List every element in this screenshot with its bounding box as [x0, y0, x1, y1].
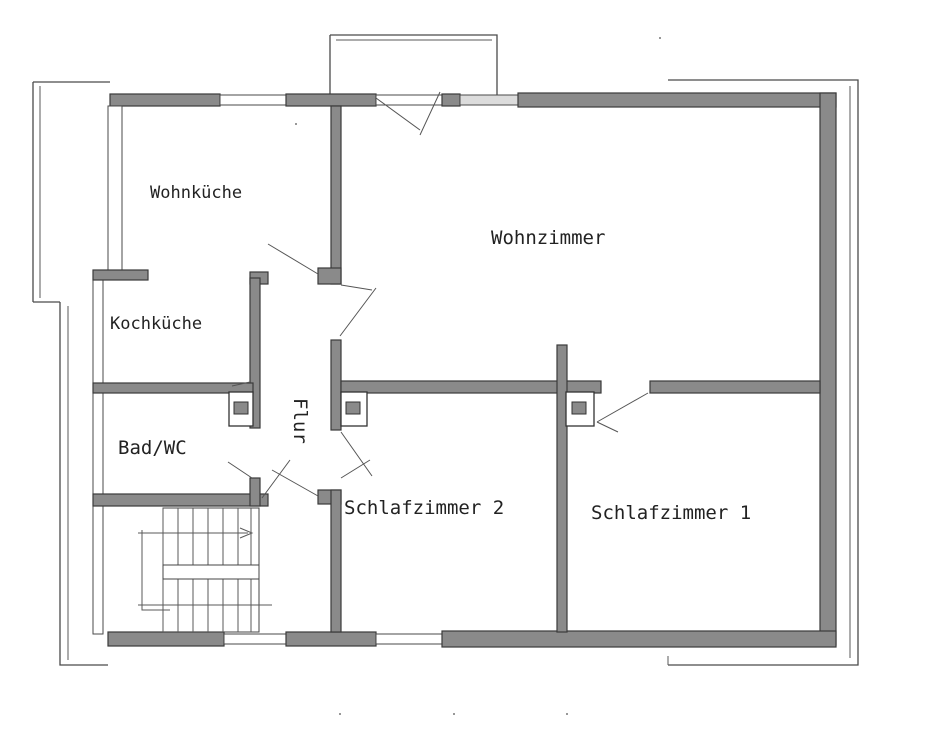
wall-sz2-left	[330, 489, 342, 633]
wall-top-2	[285, 93, 377, 107]
wall-bad-top	[92, 382, 254, 394]
stair-arrow	[138, 527, 254, 539]
scan-marks	[295, 37, 661, 715]
window-bottom-1	[223, 633, 287, 645]
door-swing-stairs	[271, 469, 319, 497]
label-wohnkueche: Wohnküche	[150, 183, 242, 203]
wall-top-3	[441, 93, 461, 107]
window-top-2	[375, 94, 443, 106]
wall-wohnzimmer-sz2	[340, 380, 602, 394]
wall-kitchen-living	[330, 105, 342, 285]
wall-kochkueche-top	[92, 269, 149, 281]
wall-right	[819, 92, 837, 646]
stair-landing	[162, 564, 260, 580]
window-left-1	[107, 105, 123, 273]
door-swing-living	[339, 284, 377, 337]
door-swing-kitchen	[267, 243, 319, 275]
window-left-2	[92, 279, 104, 635]
wall-flur-right	[330, 339, 342, 431]
window-top-3	[459, 94, 519, 106]
wall-bottom-3	[441, 630, 837, 648]
door-swing-sz1	[596, 392, 649, 433]
wall-sz2-sz1	[556, 344, 568, 633]
interior-walls	[92, 105, 821, 633]
label-schlafzimmer-1: Schlafzimmer 1	[591, 502, 751, 524]
room-labels: Wohnküche Wohnzimmer Kochküche Bad/WC Fl…	[110, 183, 751, 524]
chimney-3	[565, 391, 595, 427]
wall-bottom-1	[107, 631, 225, 647]
exterior-lines	[32, 34, 859, 666]
door-swing-sz2	[340, 431, 373, 479]
wall-bad-bottom	[92, 493, 269, 507]
door-swing-top	[375, 91, 441, 136]
wall-stub-3	[249, 477, 261, 507]
label-bad-wc: Bad/WC	[118, 437, 187, 459]
label-flur: Flur	[289, 398, 311, 444]
wall-wohnzimmer-sz1	[649, 380, 821, 394]
chimneys	[228, 391, 595, 427]
label-wohnzimmer: Wohnzimmer	[491, 227, 605, 249]
label-kochkueche: Kochküche	[110, 314, 202, 334]
wall-top-4	[517, 92, 837, 108]
staircase	[138, 507, 272, 633]
door-swings	[227, 91, 649, 499]
wall-stub-1	[317, 267, 342, 285]
door-swing-bad	[227, 459, 291, 499]
label-schlafzimmer-2: Schlafzimmer 2	[344, 497, 504, 519]
wall-bottom-2	[285, 631, 377, 647]
window-bottom-2	[375, 633, 443, 645]
wall-top-1	[109, 93, 221, 107]
window-top-1	[219, 94, 287, 106]
wall-kochkueche-right	[249, 277, 261, 429]
door-swing-kochkueche	[231, 381, 251, 387]
outer-walls	[92, 92, 837, 648]
